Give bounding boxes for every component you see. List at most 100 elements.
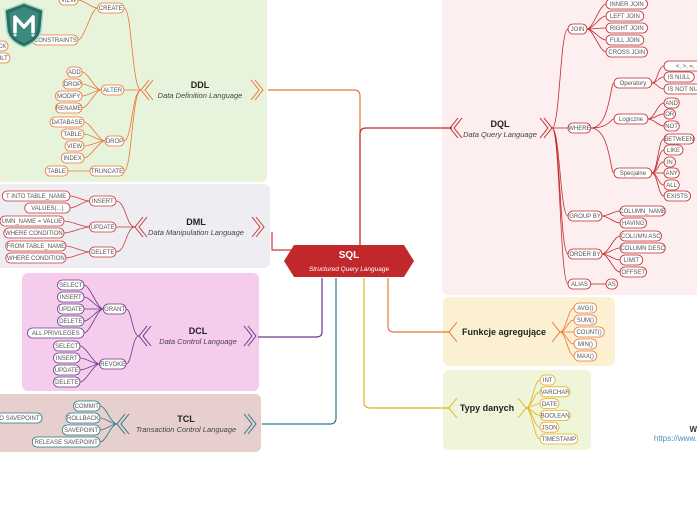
dql-orderby[interactable]: ORDER BY bbox=[567, 248, 603, 260]
tcl-item-3[interactable]: RELEASE SAVEPOINT bbox=[31, 436, 101, 448]
types-item-1[interactable]: VARCHAR bbox=[539, 386, 571, 398]
ddl-drop[interactable]: DROP bbox=[104, 135, 125, 147]
dql-specjalne-item-0[interactable]: BETWEEN bbox=[663, 133, 695, 145]
tcl-rollback-left[interactable]: O SAVEPOINT bbox=[0, 412, 43, 424]
dql-logiczne-item-0[interactable]: AND bbox=[663, 97, 680, 109]
dql-specjalne[interactable]: Specjalne bbox=[613, 167, 653, 179]
dcl-grant-item-4[interactable]: ALL PRIVILEGES bbox=[27, 327, 85, 339]
ddl-alter-item-2[interactable]: MODIFY bbox=[55, 90, 83, 102]
dql-specjalne-item-3[interactable]: ANY bbox=[663, 167, 680, 179]
dql-logiczne-item-2[interactable]: NOT bbox=[663, 120, 680, 132]
dql-specjalne-item-4[interactable]: ALL bbox=[663, 179, 680, 191]
ddl-alter-item-0[interactable]: ADD bbox=[66, 66, 83, 78]
dql-orderby-item-1[interactable]: COLUMN DESC bbox=[619, 242, 666, 254]
dcl-revoke-item-0[interactable]: SELECT bbox=[53, 340, 81, 352]
footer-link[interactable]: https://www. bbox=[653, 434, 697, 443]
dql-specjalne-item-1[interactable]: LIKE bbox=[663, 144, 684, 156]
dql-operatory-item-0[interactable]: <, >, =, ... bbox=[663, 60, 697, 72]
dql-join[interactable]: JOIN bbox=[567, 23, 588, 35]
dql-operatory-item-1[interactable]: IS NULL bbox=[663, 71, 695, 83]
ddl-alter-item-1-pill bbox=[62, 78, 83, 90]
dql-groupby[interactable]: GROUP BY bbox=[567, 210, 603, 222]
ddl-drop-item-0[interactable]: DATABASE bbox=[49, 116, 85, 128]
dql-operatory[interactable]: Operatory bbox=[613, 77, 653, 89]
dql-where[interactable]: WHERE bbox=[567, 122, 592, 134]
dml-delete[interactable]: DELETE bbox=[89, 246, 117, 258]
ddl-create-left-0[interactable]: CK bbox=[0, 40, 9, 52]
ddl-alter-item-2-label: MODIFY bbox=[57, 94, 80, 100]
dql-alias-item-0[interactable]: AS bbox=[605, 278, 618, 290]
types-item-3[interactable]: BOOLEAN bbox=[539, 409, 571, 421]
dml-update[interactable]: UPDATE bbox=[89, 221, 117, 233]
types-item-4[interactable]: JSON bbox=[539, 421, 560, 433]
dql-join-item-4[interactable]: CROSS JOIN bbox=[605, 46, 648, 58]
dql-join-item-2[interactable]: RIGHT JOIN bbox=[605, 22, 648, 34]
dml-update-item-0[interactable]: UMN_NAME = VALUE bbox=[0, 215, 65, 227]
dml-insert[interactable]: INSERT bbox=[89, 195, 117, 207]
dcl-revoke-item-3[interactable]: DELETE bbox=[53, 376, 81, 388]
dml-insert-item-1[interactable]: VALUES(...) bbox=[24, 202, 71, 214]
agg-item-0[interactable]: AVG() bbox=[573, 302, 598, 314]
ddl-truncate-item-0[interactable]: TABLE bbox=[44, 165, 69, 177]
dcl-grant-item-1[interactable]: INSERT bbox=[57, 291, 85, 303]
ddl-alter-pill bbox=[100, 84, 125, 96]
dql-join-item-0[interactable]: INNER JOIN bbox=[605, 0, 648, 10]
ddl-drop-item-1[interactable]: TABLE bbox=[60, 128, 85, 140]
dcl-revoke-item-1[interactable]: INSERT bbox=[53, 352, 81, 364]
types-item-0[interactable]: INT bbox=[539, 374, 556, 386]
dql-specjalne-item-5[interactable]: EXISTS bbox=[663, 190, 691, 202]
dml-insert-item-0[interactable]: T INTO TABLE_NAME bbox=[1, 190, 71, 202]
dql-join-item-1[interactable]: LEFT JOIN bbox=[605, 10, 645, 22]
dql-alias[interactable]: ALIAS bbox=[567, 278, 592, 290]
dql-join-item-3[interactable]: FULL JOIN bbox=[605, 34, 645, 46]
dql-link-logiczne bbox=[590, 118, 615, 129]
tcl-item-1[interactable]: ROLLBACK bbox=[65, 412, 101, 424]
dql-logiczne-item-1[interactable]: OR bbox=[663, 108, 676, 120]
dql-groupby-item-1[interactable]: HAVING bbox=[619, 217, 647, 229]
dql-join-item-1-pill bbox=[605, 10, 645, 22]
agg-item-1[interactable]: SUM() bbox=[573, 314, 598, 326]
dcl-revoke-item-1-label: INSERT bbox=[56, 356, 78, 362]
ddl-drop-item-2-label: VIEW bbox=[67, 144, 83, 150]
dcl-grant-item-2[interactable]: UPDATE bbox=[57, 303, 85, 315]
dql-specjalne-item-1-pill bbox=[663, 144, 684, 156]
dml-delete-item-0[interactable]: FROM TABLE_NAME bbox=[5, 240, 67, 252]
dcl-revoke[interactable]: REVOKE bbox=[99, 358, 127, 370]
ddl-alter-item-1[interactable]: DROP bbox=[62, 78, 83, 90]
types-item-2[interactable]: DATE bbox=[539, 398, 560, 410]
dql-orderby-item-3[interactable]: OFFSET bbox=[619, 266, 647, 278]
agg-item-2[interactable]: COUNT() bbox=[573, 326, 605, 338]
dql-specjalne-item-4-label: ALL bbox=[666, 183, 677, 189]
dql-operatory-label: Operatory bbox=[620, 81, 647, 87]
ddl-drop-item-3[interactable]: INDEX bbox=[60, 152, 85, 164]
ddl-alter-item-3[interactable]: RENAME bbox=[55, 102, 83, 114]
dml-delete-item-1[interactable]: WHERE CONDITION bbox=[5, 252, 67, 264]
ddl-link-truncate bbox=[123, 89, 142, 172]
types-item-3-label: BOOLEAN bbox=[541, 414, 570, 420]
dml-update-item-1[interactable]: WHERE CONDITION bbox=[3, 227, 65, 239]
dql-specjalne-item-2[interactable]: IN bbox=[663, 156, 676, 168]
tcl-item-0[interactable]: COMMIT bbox=[73, 400, 101, 412]
ddl-drop-item-2[interactable]: VIEW bbox=[64, 140, 85, 152]
ddl-alter[interactable]: ALTER bbox=[100, 84, 125, 96]
ddl-truncate[interactable]: TRUNCATE bbox=[89, 165, 125, 177]
dql-orderby-item-2[interactable]: LIMIT bbox=[619, 254, 644, 266]
agg-item-3[interactable]: MIN() bbox=[573, 338, 598, 350]
tcl-item-2[interactable]: SAVEPOINT bbox=[61, 424, 101, 436]
agg-item-4[interactable]: MAX() bbox=[573, 350, 598, 362]
ddl-create[interactable]: CREATE bbox=[97, 2, 125, 14]
dcl-grant[interactable]: GRANT bbox=[102, 303, 127, 315]
dcl-revoke-item-2[interactable]: UPDATE bbox=[53, 364, 81, 376]
dql-orderby-item-0[interactable]: COLUMN ASC bbox=[619, 230, 662, 242]
dcl-grant-item-3[interactable]: DELETE bbox=[57, 315, 85, 327]
dcl-revoke-item-3-pill bbox=[53, 376, 81, 388]
dql-operatory-item-2[interactable]: IS NOT NU bbox=[663, 83, 697, 95]
root-node[interactable]: SQL Structured Query Language bbox=[284, 245, 414, 277]
dql-logiczne[interactable]: Logiczne bbox=[613, 113, 649, 125]
dcl-grant-item-0[interactable]: SELECT bbox=[57, 279, 85, 291]
ddl-create-left-1[interactable]: ULT bbox=[0, 52, 11, 64]
dql-groupby-item-0[interactable]: COLUMN_NAME bbox=[619, 205, 666, 217]
ddl-create-item-0[interactable]: VIEW bbox=[58, 0, 79, 6]
types-item-5[interactable]: TIMESTAMP bbox=[539, 433, 579, 445]
agg-item-2-pill bbox=[573, 326, 605, 338]
